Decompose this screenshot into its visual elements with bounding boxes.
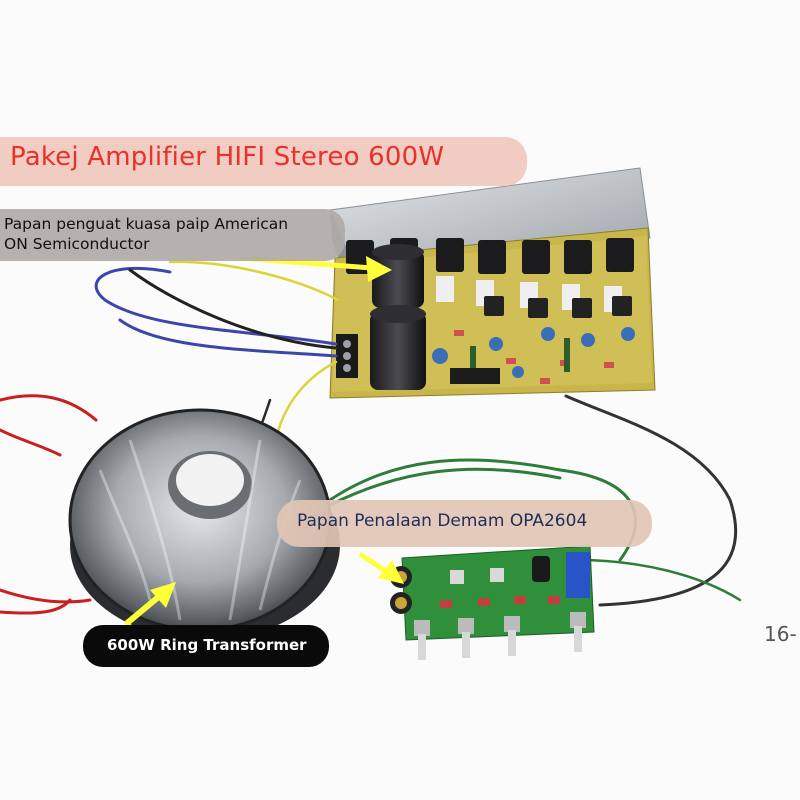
transformer-label: 600W Ring Transformer: [107, 636, 307, 654]
corner-mark: 16-: [764, 622, 797, 646]
power-board-label-line2: ON Semiconductor: [4, 235, 150, 253]
ring-transformer: [68, 408, 340, 640]
power-amp-board: [329, 227, 656, 399]
tone-board-callout: [277, 500, 652, 547]
power-board-callout: [0, 209, 345, 261]
product-title: Pakej Amplifier HIFI Stereo 600W: [10, 142, 445, 172]
title-banner: [0, 137, 527, 186]
tone-board: [390, 545, 595, 660]
transformer-callout: [83, 625, 329, 667]
tone-board-label: Papan Penalaan Demam OPA2604: [297, 511, 588, 531]
pointer-arrows: [124, 255, 404, 627]
power-board-label-line1: Papan penguat kuasa paip American: [4, 215, 289, 233]
